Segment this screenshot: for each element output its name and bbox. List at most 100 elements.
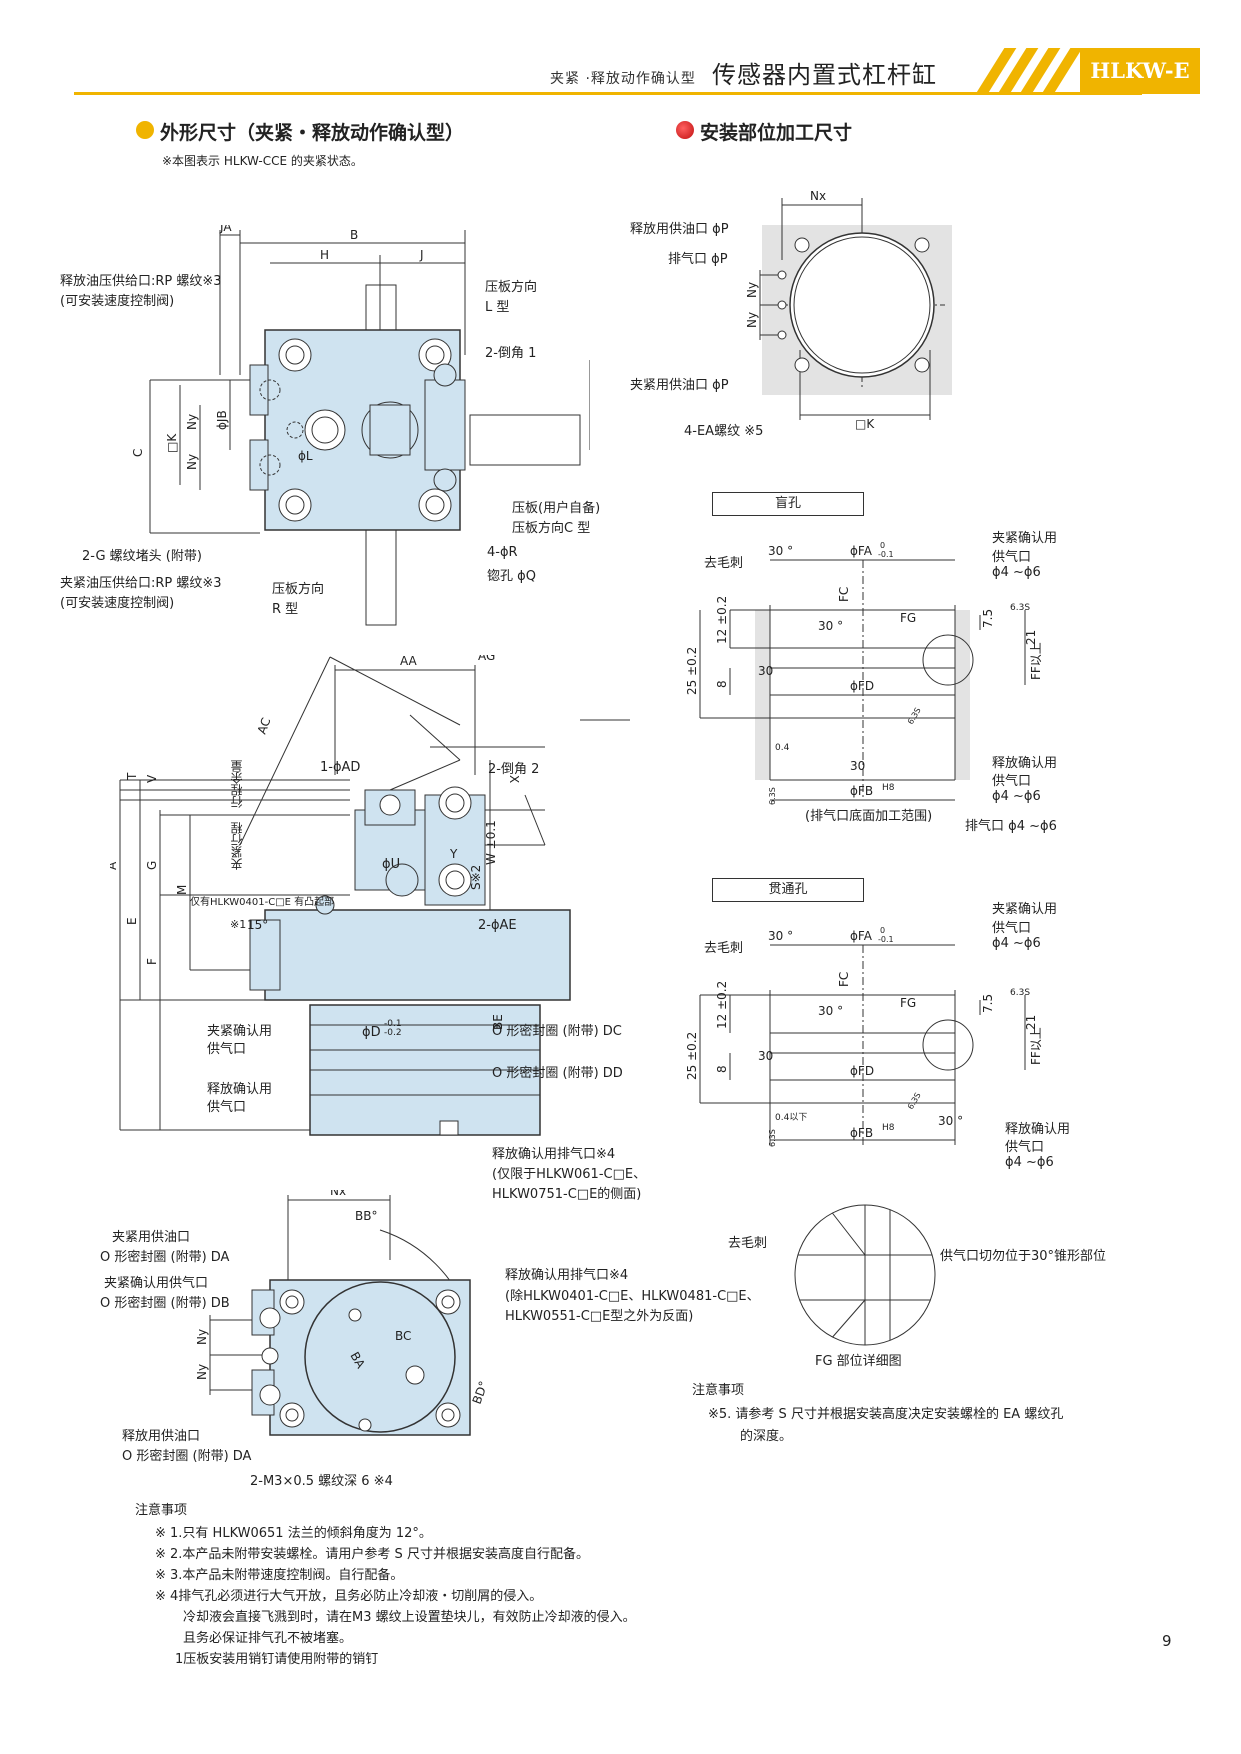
model-code: HLKW-E xyxy=(1090,58,1190,83)
arm-direction-r-type: R 型 xyxy=(272,602,299,617)
svg-text:Ny: Ny xyxy=(745,282,759,298)
blind-release-air-2: 供气口 xyxy=(992,774,1032,789)
svg-text:FG: FG xyxy=(900,611,916,625)
svg-text:25 ±0.2: 25 ±0.2 xyxy=(685,1032,699,1080)
header-rule xyxy=(74,92,1142,95)
u-label: ϕU xyxy=(382,857,401,872)
clamp-supply-port: 夹紧用供油口 ϕP xyxy=(630,378,729,393)
footer-note: ※ 2.本产品未附带安装螺栓。请用户参考 S 尺寸并根据安装高度自行配备。 xyxy=(155,1547,589,1562)
footer-note: 1压板安装用销钉请使用附带的销钉 xyxy=(175,1652,379,1667)
svg-text:□K: □K xyxy=(165,433,179,453)
svg-text:30 °: 30 ° xyxy=(818,619,843,633)
right-notes-heading: 注意事项 xyxy=(692,1383,745,1398)
through-release-air: 释放确认用 xyxy=(1005,1122,1071,1137)
svg-text:S※2: S※2 xyxy=(469,865,483,890)
svg-text:FG: FG xyxy=(900,996,916,1010)
svg-text:H: H xyxy=(320,248,329,262)
svg-text:25 ±0.2: 25 ±0.2 xyxy=(685,647,699,695)
svg-text:AC: AC xyxy=(255,716,274,736)
blind-hole-drawing: 30 ° 30 ° 30 30 25 ±0.2 12 ±0.2 8 7.5 21… xyxy=(685,541,1043,805)
footer-note: 且务必保证排气孔不被堵塞。 xyxy=(183,1631,353,1646)
svg-text:W ±0.1: W ±0.1 xyxy=(484,820,498,865)
bottom-exhaust-sub2: HLKW0551-C□E型之外为反面) xyxy=(505,1309,694,1324)
svg-text:0: 0 xyxy=(880,926,885,935)
svg-text:X: X xyxy=(507,775,521,783)
svg-text:8: 8 xyxy=(715,1065,729,1073)
d-label: ϕD xyxy=(362,1025,381,1040)
blind-exhaust: 排气口 ϕ4 ~ϕ6 xyxy=(965,819,1057,834)
svg-text:Ny: Ny xyxy=(185,414,199,430)
blind-clamp-air: 夹紧确认用 xyxy=(992,531,1058,546)
oring-da2-label: O 形密封圈 (附带) DA xyxy=(122,1449,252,1464)
svg-text:30 °: 30 ° xyxy=(768,929,793,943)
svg-text:7.5: 7.5 xyxy=(981,609,995,628)
svg-text:ϕFB: ϕFB xyxy=(850,784,873,798)
svg-text:BD°: BD° xyxy=(470,1379,491,1406)
svg-text:ϕFB: ϕFB xyxy=(850,1126,873,1140)
svg-text:Ny: Ny xyxy=(185,454,199,470)
bottom-view-drawing: Nx BB° Ny Ny BA BC BD° xyxy=(195,1190,491,1436)
svg-text:BC: BC xyxy=(395,1329,411,1343)
svg-text:0.4以下: 0.4以下 xyxy=(775,1113,807,1123)
chamfer-label: 2-倒角 1 xyxy=(485,346,537,361)
oring-da1-label: O 形密封圈 (附带) DA xyxy=(100,1250,230,1265)
blind-release-air-3: ϕ4 ~ϕ6 xyxy=(992,789,1041,804)
arm-direction-r: 压板方向 xyxy=(272,582,325,597)
blind-deburr: 去毛刺 xyxy=(704,556,744,571)
exhaust-sub1: (仅限于HLKW061-C□E、 xyxy=(492,1167,647,1182)
svg-text:FF以上: FF以上 xyxy=(1029,1027,1043,1065)
release-port-sub: (可安装速度控制阀) xyxy=(60,294,175,309)
svg-text:□K: □K xyxy=(855,417,875,430)
svg-text:A: A xyxy=(110,861,119,870)
counterbore-label: 锪孔 ϕQ xyxy=(487,569,536,584)
release-oil-label: 释放用供油口 xyxy=(122,1429,201,1444)
bottom-exhaust-label: 释放确认用排气口※4 xyxy=(505,1268,629,1283)
svg-text:BE: BE xyxy=(491,1014,505,1030)
detail-caption: FG 部位详细图 xyxy=(815,1354,902,1369)
outline-note: ※本图表示 HLKW-CCE 的夹紧状态。 xyxy=(162,154,363,168)
blind-clamp-air-3: ϕ4 ~ϕ6 xyxy=(992,565,1041,580)
through-hole-drawing: 30 ° 30 ° 30 30 ° 25 ±0.2 12 ±0.2 8 7.5 … xyxy=(685,926,1043,1147)
clamp-oil-label: 夹紧用供油口 xyxy=(112,1230,191,1245)
through-clamp-air-2: 供气口 xyxy=(992,921,1032,936)
ae-label: 2-ϕAE xyxy=(478,918,517,933)
svg-text:30 °: 30 ° xyxy=(938,1114,963,1128)
right-notes-item-2: 的深度。 xyxy=(740,1429,793,1444)
svg-text:6.3S: 6.3S xyxy=(906,706,923,726)
arm-direction-l-type: L 型 xyxy=(485,300,510,315)
svg-text:21: 21 xyxy=(1024,1015,1038,1030)
svg-text:C: C xyxy=(131,449,145,457)
footer-note: ※ 1.只有 HLKW0651 法兰的倾斜角度为 12°。 xyxy=(155,1526,432,1541)
clamp-confirm-label: 夹紧确认用供气口 xyxy=(104,1276,209,1291)
through-release-air-2: 供气口 xyxy=(1005,1140,1045,1155)
svg-text:J: J xyxy=(419,248,424,262)
exhaust-label: 释放确认用排气口※4 xyxy=(492,1147,616,1162)
oring-dd-label: O 形密封圈 (附带) DD xyxy=(492,1066,623,1081)
section-bullet-icon xyxy=(136,121,154,139)
svg-text:30: 30 xyxy=(758,664,773,678)
svg-text:30: 30 xyxy=(850,759,865,773)
clamp-confirm-port-2: 供气口 xyxy=(207,1042,247,1057)
clamp-port-label: 夹紧油压供给口:RP 螺纹※3 xyxy=(60,576,222,591)
d-tolerance: -0.1 -0.2 xyxy=(384,1019,402,1038)
svg-text:M: M xyxy=(175,885,189,895)
svg-text:B: B xyxy=(350,228,358,242)
blind-hole-title: 盲孔 xyxy=(712,492,864,516)
header-subtitle: 夹紧 ·释放动作确认型 xyxy=(550,71,696,87)
stroke-margin-label: 行程余量 xyxy=(230,760,244,808)
blind-bottom-range: (排气口底面加工范围) xyxy=(805,809,933,824)
svg-text:Ny: Ny xyxy=(195,1364,209,1380)
release-supply-port: 释放用供油口 ϕP xyxy=(630,222,729,237)
svg-text:BB°: BB° xyxy=(355,1209,377,1223)
exhaust-sub2: HLKW0751-C□E的侧面) xyxy=(492,1187,642,1202)
clamp-stroke-label: 夹紧行程 xyxy=(230,822,244,870)
svg-text:0: 0 xyxy=(880,541,885,550)
m3-thread-label: 2-M3×0.5 螺纹深 6 ※4 xyxy=(250,1474,393,1489)
side-view-drawing: AA AG° AC AB X Y T V G M A E F W ±0.1 S※… xyxy=(110,655,630,1136)
svg-text:V: V xyxy=(145,774,159,783)
release-port-label: 释放油压供给口:RP 螺纹※3 xyxy=(60,274,222,289)
chamfer2-label: 2-倒角 2 xyxy=(488,762,540,777)
svg-text:ϕFD: ϕFD xyxy=(850,1064,874,1078)
svg-text:AA: AA xyxy=(400,655,418,668)
svg-text:12 ±0.2: 12 ±0.2 xyxy=(715,596,729,644)
